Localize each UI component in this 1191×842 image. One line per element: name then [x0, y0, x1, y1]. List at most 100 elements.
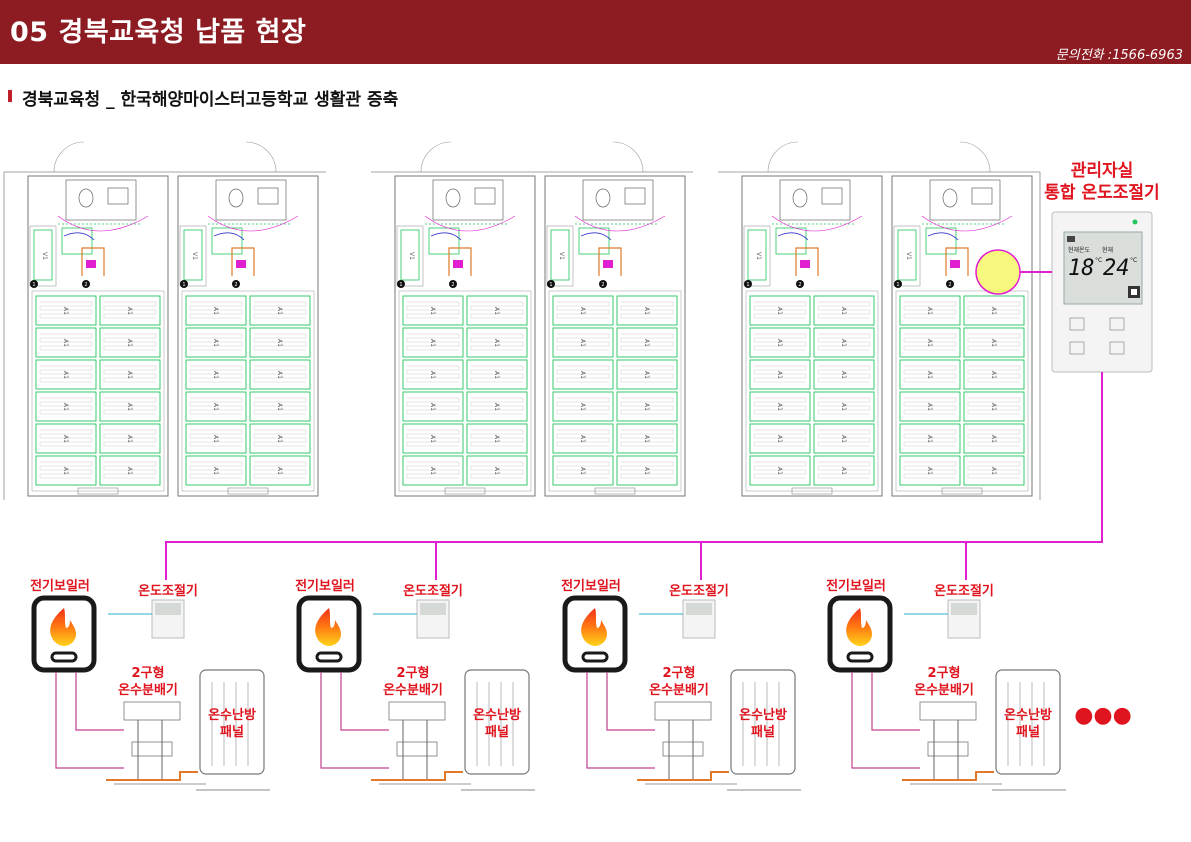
window [77, 487, 119, 495]
zone-label: A1 [926, 307, 933, 315]
zone-label: A1 [990, 307, 997, 315]
closet [743, 225, 771, 287]
header-bar: 05 경북교육청 납품 현장 문의전화 :1566-6963 [0, 0, 1191, 64]
supply-pipe [871, 672, 920, 731]
zone-label: A1 [840, 307, 847, 315]
heating-zone-a1 [616, 391, 678, 422]
panel-label-2: 패널 [220, 724, 244, 740]
svg-text:현재: 현재 [1102, 246, 1113, 254]
bathroom [929, 179, 1001, 221]
zone-label: A1 [926, 371, 933, 379]
zone-label: A1 [579, 435, 586, 443]
zone-label: A1 [776, 339, 783, 347]
thermostat-button[interactable] [1069, 317, 1085, 331]
heating-zone-a1 [35, 455, 97, 486]
manifold-marker [236, 260, 246, 268]
manifold-marker [453, 260, 463, 268]
heating-zone-v [400, 229, 420, 281]
heating-zone-a1 [402, 327, 464, 358]
supply-pipe [340, 672, 389, 731]
heating-zone-a1 [813, 455, 875, 486]
circle-marker-label: 1 [746, 282, 749, 288]
circle-marker-2 [232, 280, 240, 288]
heating-zone-a1 [813, 423, 875, 454]
sink-icon [971, 187, 993, 205]
zone-label: A1 [276, 371, 283, 379]
circle-marker-label: 2 [234, 282, 237, 288]
mini-thermostat-lcd [686, 603, 712, 615]
main-thermostat-label-1: 관리자실 [1071, 161, 1134, 181]
heating-zone-a1 [552, 327, 614, 358]
manifold-marker [950, 260, 960, 268]
heating-zone-v [897, 229, 917, 281]
closet [893, 225, 921, 287]
circle-marker-2 [449, 280, 457, 288]
site-subtitle: 경북교육청 _ 한국해양마이스터고등학교 생활관 증축 [22, 90, 399, 110]
panel-label-1: 온수난방 [739, 707, 787, 723]
pipe-line [106, 771, 198, 781]
panel-label-1: 온수난방 [208, 707, 256, 723]
sink-icon [821, 187, 843, 205]
heating-zone-a1 [35, 391, 97, 422]
heating-zone-a1 [99, 455, 161, 486]
manifold-label-2: 온수분배기 [383, 682, 443, 698]
zone-label: A1 [212, 403, 219, 411]
sink-icon [107, 187, 129, 205]
thermostat-button[interactable] [1109, 341, 1125, 355]
zone-label: A1 [493, 403, 500, 411]
manifold-marker [86, 260, 96, 268]
zone-label: A1 [429, 467, 436, 475]
thermostat-label: 온도조절기 [138, 584, 198, 599]
window [227, 487, 269, 495]
heating-zone-a1 [749, 391, 811, 422]
toilet-icon [595, 188, 611, 208]
boiler-label: 전기보일러 [30, 578, 90, 594]
pipe-line [448, 247, 472, 276]
thermostat-button[interactable] [1109, 317, 1125, 331]
heating-zone-a1 [466, 359, 528, 390]
panel-label-2: 패널 [1016, 724, 1040, 740]
heating-zone-a1 [813, 359, 875, 390]
thermostat-button[interactable] [1069, 341, 1085, 355]
room-wall [177, 175, 319, 497]
set-temp: 24 [1103, 256, 1130, 281]
circle-marker-label: 2 [601, 282, 604, 288]
zone-label: V1 [755, 252, 762, 260]
circle-marker-label: 1 [399, 282, 402, 288]
thermostat-label: 온도조절기 [403, 584, 463, 599]
heating-zone-a1 [249, 359, 311, 390]
zone-label: A1 [126, 339, 133, 347]
manifold-label-1: 2구형 [132, 665, 165, 681]
heating-zone-a1 [99, 295, 161, 326]
room-wall [394, 175, 536, 497]
mini-thermostat-lcd [420, 603, 446, 615]
thermostat-label: 온도조절기 [669, 584, 729, 599]
zone-label: A1 [212, 435, 219, 443]
heating-zone-a1 [402, 391, 464, 422]
zone-label: A1 [990, 435, 997, 443]
zone-label: A1 [126, 467, 133, 475]
zone-label: A1 [579, 371, 586, 379]
circle-marker-label: 1 [182, 282, 185, 288]
zone-label: A1 [990, 467, 997, 475]
zone-label: A1 [62, 371, 69, 379]
zone-label: A1 [493, 307, 500, 315]
heating-zone-a1 [35, 423, 97, 454]
zone-label: A1 [643, 403, 650, 411]
zone-label: A1 [840, 467, 847, 475]
zone-label: A1 [62, 403, 69, 411]
heating-zone-a1 [185, 359, 247, 390]
heating-zone-a1 [466, 327, 528, 358]
zone-label: A1 [429, 371, 436, 379]
heating-zone-a1 [402, 423, 464, 454]
pipe-line [637, 771, 729, 781]
heating-zone-a1 [899, 423, 961, 454]
door-arc [612, 141, 644, 173]
door-arc [245, 141, 277, 173]
toilet-icon [78, 188, 94, 208]
pipe-line [81, 247, 105, 276]
